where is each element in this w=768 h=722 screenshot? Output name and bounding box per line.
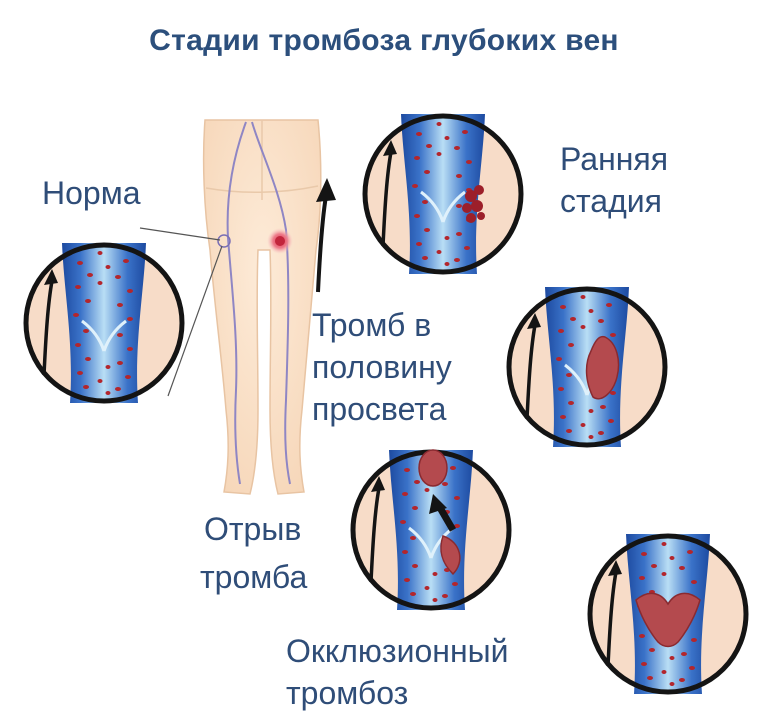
label-detach-line1: Отрыв (204, 511, 302, 547)
label-normal: Норма (42, 175, 141, 211)
vessel-circle-normal (26, 243, 182, 403)
label-half-line2: половину (312, 349, 452, 385)
vessel-circle-occlusion (590, 534, 746, 694)
up-arrow-icon (316, 178, 336, 293)
label-early-line2: стадия (560, 183, 662, 219)
vessel-circle-early (365, 114, 521, 274)
diagram-title: Стадии тромбоза глубоких вен (149, 24, 619, 57)
label-early-line1: Ранняя (560, 141, 669, 177)
leg-silhouette-icon (202, 119, 322, 495)
vessel-circle-half (509, 287, 665, 447)
label-half-line3: просвета (312, 391, 447, 427)
label-occlusion-line2: тромбоз (286, 675, 409, 711)
label-half-line1: Тромб в (312, 307, 432, 343)
connector-line (167, 245, 223, 397)
label-occlusion-line1: Окклюзионный (286, 633, 509, 669)
connector-line (139, 227, 221, 241)
label-detach-line2: тромба (200, 559, 308, 595)
vessel-circle-detach (353, 450, 509, 610)
